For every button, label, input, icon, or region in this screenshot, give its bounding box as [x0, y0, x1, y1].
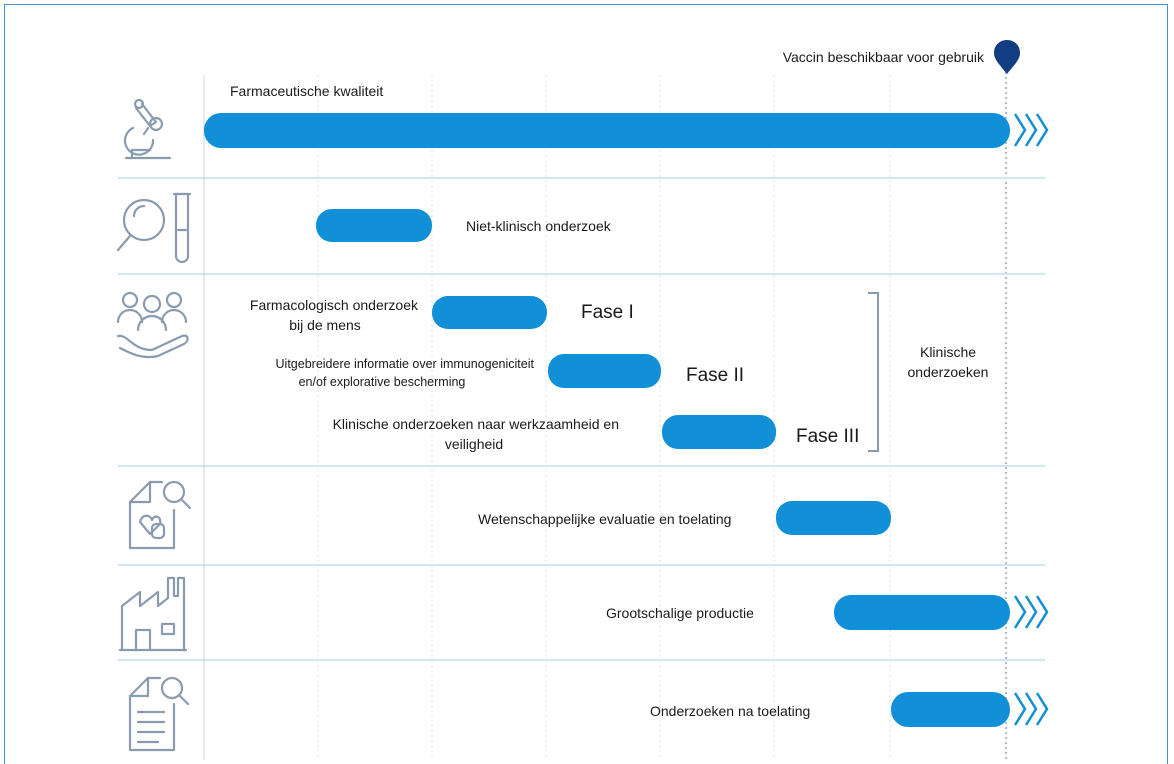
fase-3-desc-line2: veiligheid [445, 436, 503, 452]
fase-2-label: Fase II [686, 365, 744, 386]
magnifier-test-tube-icon [116, 192, 192, 264]
diagram-frame [4, 4, 1168, 764]
chevron-continues-icon [1013, 113, 1049, 147]
fase-3-desc-line1: Klinische onderzoeken naar werkzaamheid … [333, 416, 619, 432]
factory-icon [118, 576, 188, 652]
bar-na-toelating [891, 692, 1010, 727]
chevron-continues-icon [1013, 595, 1049, 629]
bar-farmaceutische-kwaliteit [204, 113, 1010, 148]
fase-1-label: Fase I [581, 302, 634, 323]
row-label-farmaceutisch: Farmaceutische kwaliteit [230, 83, 383, 99]
fase-1-desc-line2: bij de mens [289, 317, 361, 333]
location-pin-icon [994, 40, 1020, 74]
bar-productie [834, 595, 1010, 630]
row-label-evaluatie: Wetenschappelijke evaluatie en toelating [478, 511, 731, 527]
milestone-label: Vaccin beschikbaar voor gebruik [783, 49, 985, 65]
clinical-bracket [868, 292, 879, 452]
document-search-icon [128, 480, 192, 550]
fase-2-desc-line1: Uitgebreidere informatie over immunogeni… [276, 357, 535, 371]
row-separators [118, 177, 1045, 661]
row-label-niet-klinisch: Niet-klinisch onderzoek [466, 218, 612, 234]
row-label-productie: Grootschalige productie [606, 605, 754, 621]
fase-1-desc-line1: Farmacologisch onderzoek [250, 297, 419, 313]
bar-evaluatie [776, 501, 891, 535]
bar-fase-2 [548, 354, 661, 388]
people-hand-icon [116, 291, 189, 359]
row-label-na-toelating: Onderzoeken na toelating [650, 703, 810, 719]
clipboard-search-icon [128, 676, 190, 752]
clinical-group-label-line2: onderzoeken [908, 364, 989, 380]
bar-fase-1 [432, 296, 547, 329]
fase-3-label: Fase III [796, 426, 859, 447]
microscope-icon [123, 98, 172, 160]
fase-2-desc-line2: en/of explorative bescherming [299, 375, 466, 389]
clinical-group-label-line1: Klinische [920, 344, 976, 360]
bar-niet-klinisch [316, 209, 432, 242]
bar-fase-3 [662, 415, 776, 449]
chevron-continues-icon [1013, 692, 1049, 726]
